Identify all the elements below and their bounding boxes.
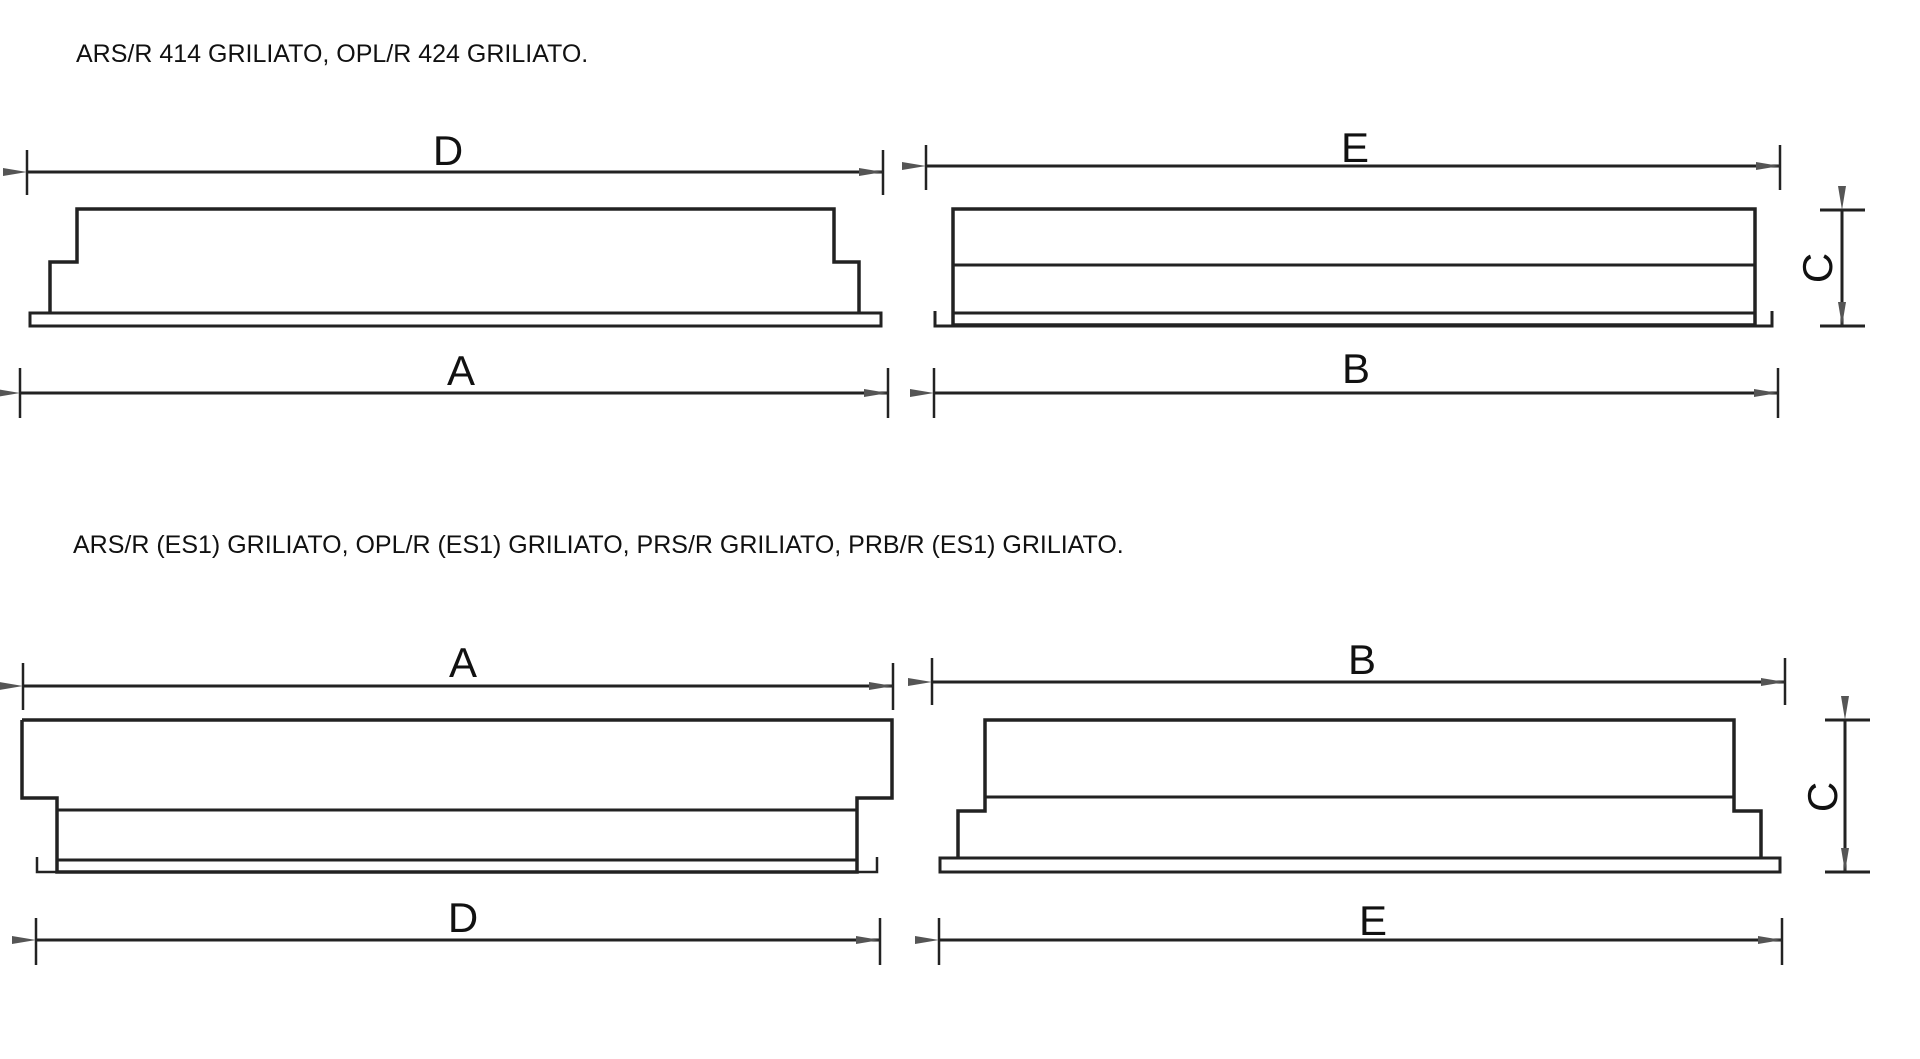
dimension-c-top: C: [1794, 186, 1865, 328]
profile-shape: [933, 207, 1774, 328]
bottom-right-view: B E C: [908, 636, 1870, 965]
top-right-view: E B C: [902, 124, 1865, 418]
label-a: A: [449, 639, 477, 686]
label-b: B: [1342, 345, 1370, 392]
label-c: C: [1799, 782, 1846, 812]
dimension-e-bottom: E: [915, 897, 1784, 965]
caption-bottom: ARS/R (ES1) GRILIATO, OPL/R (ES1) GRILIA…: [73, 531, 1124, 559]
dimension-a-top: A: [0, 347, 890, 418]
dimension-b-bottom: B: [908, 636, 1787, 705]
label-d: D: [433, 127, 463, 174]
label-d: D: [448, 894, 478, 941]
caption-top: ARS/R 414 GRILIATO, OPL/R 424 GRILIATO.: [76, 40, 589, 68]
profile-shape: [20, 718, 894, 874]
bottom-left-view: A D: [0, 639, 895, 965]
dimension-c-bottom: C: [1799, 696, 1870, 874]
profile-shape: [28, 207, 883, 328]
label-c: C: [1794, 253, 1841, 283]
dimension-d-bottom: D: [12, 894, 882, 965]
dimension-b-top: B: [910, 345, 1780, 418]
dimension-a-bottom: A: [0, 639, 895, 710]
dimension-e-top: E: [902, 124, 1782, 190]
label-e: E: [1341, 124, 1369, 171]
top-left-view: D A: [0, 127, 890, 418]
label-b: B: [1348, 636, 1376, 683]
dimension-d-top: D: [3, 127, 885, 195]
label-e: E: [1359, 897, 1387, 944]
label-a: A: [447, 347, 475, 394]
profile-shape: [938, 718, 1782, 874]
